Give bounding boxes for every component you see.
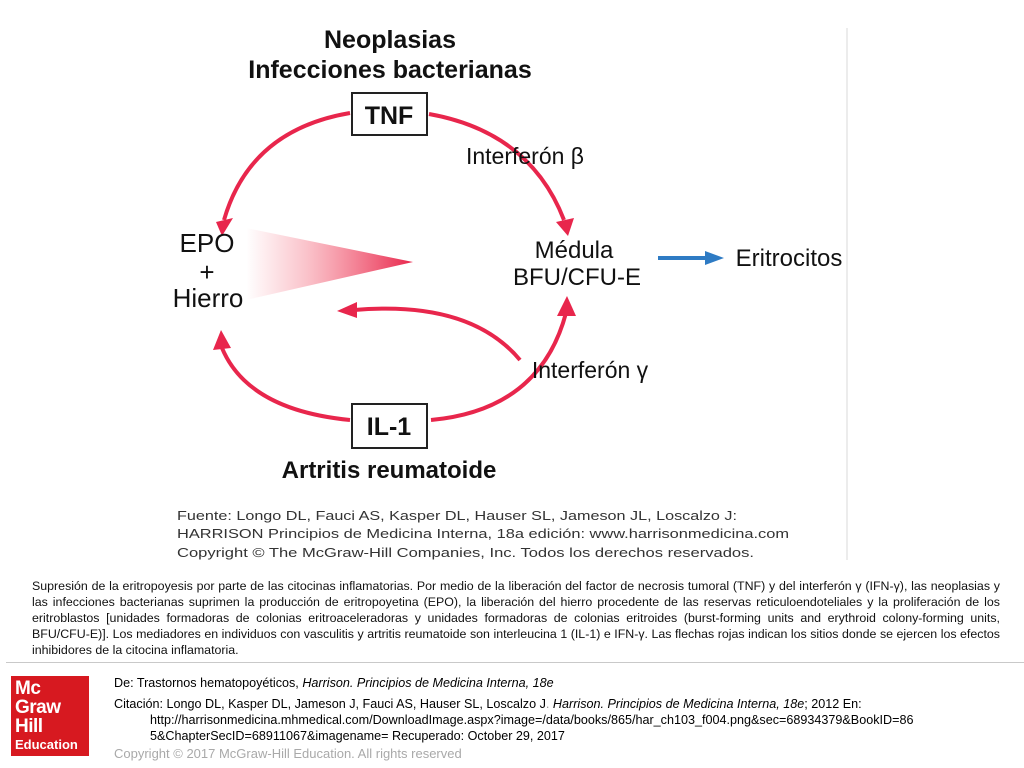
label-plus: +	[199, 257, 214, 287]
label-epo: EPO	[180, 228, 235, 258]
footer-copyright: Copyright © 2017 McGraw-Hill Education. …	[114, 746, 462, 761]
citation-url-line-2: 5&ChapterSecID=68911067&imagename= Recup…	[150, 729, 565, 743]
logo-text-mc: Mc	[15, 678, 41, 699]
arrow-il1-to-medula-head	[557, 296, 576, 316]
citation-prefix: Citación: Longo DL, Kasper DL, Jameson J…	[114, 697, 546, 711]
logo-text-graw: Graw	[15, 697, 61, 718]
il1-label: IL-1	[367, 413, 412, 441]
source-line-3: Copyright © The McGraw-Hill Companies, I…	[177, 545, 754, 560]
arrow-interferon-gamma-to-epo	[353, 306, 522, 362]
arrow-interferon-gamma-to-epo-head	[337, 302, 357, 318]
label-interferon-beta: Interferón β	[466, 143, 584, 169]
logo-text-hill: Hill	[15, 716, 43, 737]
figure-caption: Supresión de la eritropoyesis por parte …	[32, 579, 1000, 657]
citation-suffix: ; 2012 En:	[804, 697, 862, 711]
label-medula: Médula	[535, 237, 614, 264]
arrow-il1-to-medula	[430, 312, 568, 422]
source-book: Harrison. Principios de Medicina Interna…	[302, 676, 554, 690]
wedge-epo-to-medula	[246, 228, 413, 300]
label-interferon-gamma: Interferón γ	[532, 357, 649, 383]
citation-separator: .	[545, 697, 553, 711]
arrow-medula-to-eritrocitos-head	[705, 251, 724, 265]
arrow-tnf-to-epo	[222, 111, 351, 221]
label-neoplasias: Neoplasias	[324, 26, 456, 54]
il1-box	[351, 403, 428, 449]
cytokine-diagram: Neoplasias Infecciones bacterianas TNF I…	[173, 26, 848, 560]
label-artritis: Artritis reumatoide	[282, 457, 497, 484]
arrow-tnf-to-medula	[428, 112, 566, 221]
source-line-1: Fuente: Longo DL, Fauci AS, Kasper DL, H…	[177, 508, 737, 523]
citation-book: Harrison. Principios de Medicina Interna…	[552, 697, 805, 711]
arrow-il1-to-epo	[220, 347, 351, 422]
citation-row: Citación: Longo DL, Kasper DL, Jameson J…	[114, 696, 1014, 712]
mcgraw-hill-logo: Mc Graw Hill Education	[11, 676, 89, 756]
footer-separator	[6, 662, 1024, 663]
arrow-tnf-to-medula-head	[556, 218, 574, 236]
logo-text-education: Education	[15, 737, 78, 752]
citation-url-line-1[interactable]: http://harrisonmedicina.mhmedical.com/Do…	[150, 713, 914, 727]
source-prefix: De: Trastornos hematopoyéticos,	[114, 676, 303, 690]
label-bfu-cfu-e: BFU/CFU-E	[513, 264, 641, 291]
tnf-box	[351, 92, 428, 136]
source-line-2: HARRISON Principios de Medicina Interna,…	[177, 526, 789, 541]
label-eritrocitos: Eritrocitos	[736, 245, 843, 272]
label-hierro: Hierro	[173, 283, 244, 313]
arrow-tnf-to-epo-head	[216, 218, 233, 236]
tnf-label: TNF	[365, 102, 414, 130]
arrow-il1-to-epo-head	[213, 330, 231, 350]
label-infecciones: Infecciones bacterianas	[248, 56, 531, 84]
citation-block: De: Trastornos hematopoyéticos, Harrison…	[114, 675, 1014, 744]
source-row: De: Trastornos hematopoyéticos, Harrison…	[114, 675, 1014, 691]
